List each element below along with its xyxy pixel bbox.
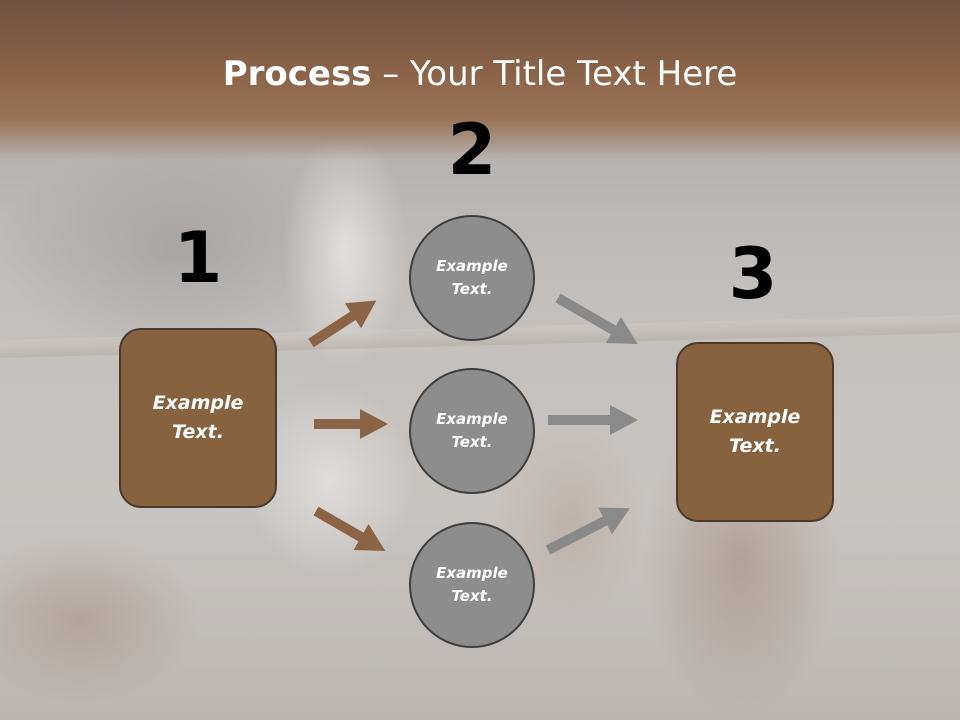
circle-middle-line1: Example <box>436 410 508 428</box>
step-circle-middle: Example Text. <box>409 368 535 494</box>
arrow-icon <box>313 506 386 551</box>
step-circle-bottom: Example Text. <box>409 522 535 648</box>
step-number-1: 1 <box>173 217 223 299</box>
arrow-icon <box>545 507 630 555</box>
step-number-3: 3 <box>728 233 778 315</box>
title-bold: Process <box>222 54 372 94</box>
circle-middle-line2: Text. <box>451 433 493 451</box>
box-left-line2: Text. <box>172 421 224 443</box>
arrow-icon <box>548 405 638 435</box>
step-box-right: Example Text. <box>676 342 834 522</box>
step-box-left: Example Text. <box>119 328 277 508</box>
box-right-line1: Example <box>709 406 801 428</box>
box-left-line1: Example <box>152 392 244 414</box>
arrow-icon <box>555 293 638 344</box>
circle-top-line1: Example <box>436 257 508 275</box>
slide-title: Process – Your Title Text Here <box>0 52 960 96</box>
step-circle-top: Example Text. <box>409 215 535 341</box>
arrow-icon <box>314 409 388 439</box>
circle-bottom-line1: Example <box>436 564 508 582</box>
arrow-icon <box>308 300 377 348</box>
circle-bottom-line2: Text. <box>451 587 493 605</box>
header-band <box>0 0 960 160</box>
title-rest: – Your Title Text Here <box>371 54 738 94</box>
step-number-2: 2 <box>447 109 497 191</box>
box-right-line2: Text. <box>729 435 781 457</box>
circle-top-line2: Text. <box>451 280 493 298</box>
